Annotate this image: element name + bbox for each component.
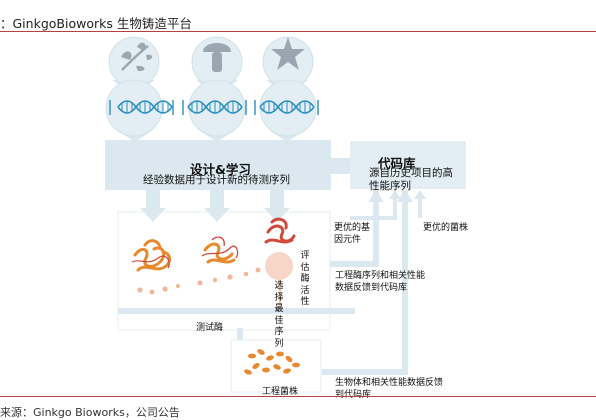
enzyme-cluster-2	[203, 242, 236, 264]
strain-cells	[244, 349, 300, 375]
top-divider	[0, 31, 596, 32]
engineered-strain-label: 工程菌株	[262, 387, 299, 397]
test-enzyme-label: 测试酶	[196, 323, 224, 333]
enzyme-cluster-3	[264, 217, 296, 244]
mushroom-icon	[203, 43, 231, 72]
better-strains-label: 更优的菌株	[423, 223, 469, 233]
bottom-divider	[0, 396, 596, 397]
design-learn-box	[105, 140, 331, 190]
select-best-label: 选择最佳序列	[274, 281, 284, 349]
starfish-icon	[271, 37, 305, 70]
plant-icon	[121, 42, 153, 72]
enzyme-cluster-1	[133, 239, 172, 272]
figure-title: ：GinkgoBioworks 生物铸造平台	[0, 16, 192, 31]
code-library-title: 代码库	[378, 156, 416, 171]
evaluate-activity-label: 评估酶活性	[300, 251, 310, 307]
selected-enzyme-circle	[265, 252, 293, 280]
figure-source: 来源：Ginkgo Bioworks，公司公告	[0, 406, 180, 419]
code-library-box	[350, 141, 466, 189]
organism-feedback-label: 生物体和相关性能数据反馈到代码库	[335, 378, 444, 400]
design-learn-subtitle: 经验数据用于设计新的待测序列	[143, 174, 290, 186]
code-library-subtitle: 源自历史项目的高性能序列	[369, 167, 453, 192]
engineered-seq-feedback-label: 工程酶序列和相关性能数据反馈到代码库	[335, 271, 426, 293]
better-genes-label: 更优的基因元件	[334, 223, 371, 245]
design-learn-title: 设计&学习	[190, 162, 251, 177]
